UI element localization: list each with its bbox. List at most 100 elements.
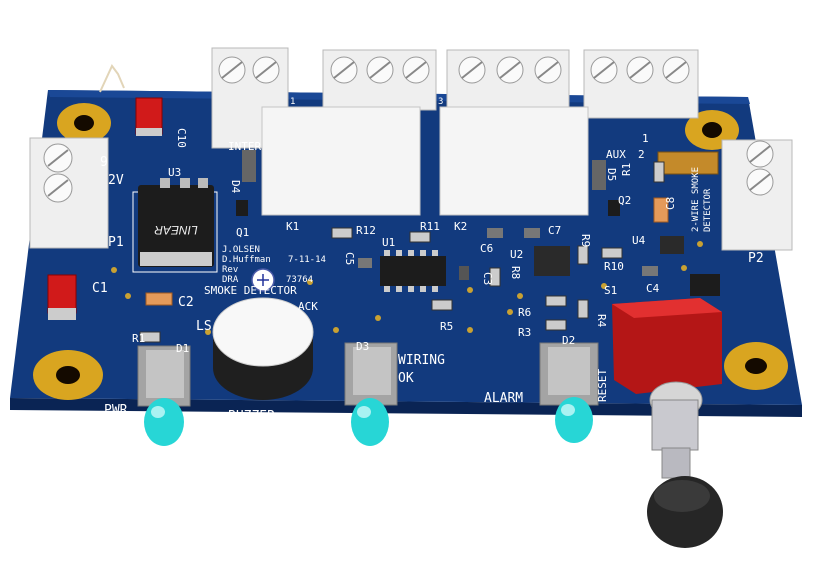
label-q2: Q2	[618, 194, 631, 207]
label-k1: K1	[286, 220, 299, 233]
label-buzzer: BUZZER	[228, 409, 275, 424]
resistor-r1-left	[139, 331, 161, 343]
relay-k2	[439, 106, 589, 216]
label-one: 1	[642, 132, 649, 145]
terminal-block-p1	[29, 137, 109, 249]
label-c1: C1	[92, 281, 108, 296]
ic-u4	[660, 236, 684, 254]
reset-switch	[612, 298, 723, 548]
led-alarm	[539, 342, 599, 443]
ic-module	[690, 274, 720, 296]
led-wiring-ok	[344, 342, 398, 446]
label-r10: R10	[604, 260, 624, 273]
label-date: 7-11-14	[288, 255, 326, 265]
label-c3: C3	[481, 272, 494, 285]
label-d5: D5	[605, 168, 618, 181]
capacitor-c5	[358, 258, 372, 268]
ic-u2	[534, 246, 570, 276]
resistor-r8	[489, 267, 501, 287]
mounting-hole-bottom-right	[724, 342, 788, 390]
label-part-no: 73764	[286, 275, 313, 285]
relay-k1	[261, 106, 421, 216]
resistor-r10	[601, 247, 623, 259]
resistor-r9	[577, 245, 589, 265]
resistor-r6	[545, 295, 567, 307]
ic-u1	[380, 250, 446, 292]
label-c10: C10	[175, 128, 188, 148]
terminal-block-relay-1	[322, 49, 437, 111]
label-ok: OK	[398, 371, 414, 386]
label-wiring: WIRING	[398, 353, 445, 368]
chip-logo: LINEAR	[154, 223, 198, 237]
diode-d4	[242, 150, 256, 182]
capacitor-c2	[145, 292, 173, 306]
label-u1: U1	[382, 236, 395, 249]
label-u3: U3	[168, 166, 181, 179]
buzzer-ls	[212, 297, 314, 400]
label-r6: R6	[518, 306, 531, 319]
capacitor-c10	[135, 97, 163, 136]
label-u2: U2	[510, 248, 523, 261]
label-rev: Rev	[222, 265, 238, 275]
label-r3: R3	[518, 326, 531, 339]
resistor-r4	[577, 299, 589, 319]
label-k2: K2	[454, 220, 467, 233]
label-c5: C5	[343, 252, 356, 265]
label-r9: R9	[579, 234, 592, 247]
label-author2: D.Huffman	[222, 255, 271, 265]
label-p1: P1	[108, 235, 124, 250]
label-q1: Q1	[236, 226, 249, 239]
label-author1: J.OLSEN	[222, 245, 260, 255]
label-r4: R4	[595, 314, 608, 328]
capacitor-tantalum	[657, 151, 719, 175]
label-r12: R12	[356, 224, 376, 237]
capacitor-c6	[487, 228, 503, 238]
terminal-block-relay-2	[446, 49, 570, 111]
label-r8: R8	[509, 266, 522, 279]
resistor-r5	[431, 299, 453, 311]
label-two: 2	[638, 148, 645, 161]
label-p2: P2	[748, 251, 764, 266]
label-d4: D4	[229, 180, 242, 194]
label-inter: INTER	[228, 140, 261, 153]
terminal-block-p2	[721, 139, 793, 251]
label-dra: DRA	[222, 275, 239, 285]
regulator-chip-u3: LINEAR	[132, 178, 218, 273]
diode-d5	[592, 160, 606, 190]
label-12v: 2V	[108, 173, 124, 188]
label-c7: C7	[548, 224, 561, 237]
label-u4: U4	[632, 234, 646, 247]
label-r1-right: R1	[620, 163, 633, 176]
mounting-hole-top-left	[57, 103, 111, 143]
resistor-r12	[331, 227, 353, 239]
label-ls: LS	[196, 319, 212, 334]
label-pin-one: 1	[290, 97, 295, 107]
label-r1-left: R1	[132, 332, 145, 345]
label-c6: C6	[480, 242, 493, 255]
label-r11: R11	[420, 220, 440, 233]
mounting-hole-bottom-left	[33, 350, 103, 400]
label-d1: D1	[176, 342, 189, 355]
label-detector: DETECTOR	[703, 188, 713, 232]
label-aux: AUX	[606, 148, 626, 161]
resistor-r3	[545, 319, 567, 331]
capacitor-c1	[47, 274, 77, 320]
capacitor-c7	[524, 228, 540, 238]
resistor-r11	[409, 231, 431, 243]
label-two-wire-smoke: 2-WIRE SMOKE	[691, 167, 701, 232]
label-d3: D3	[356, 340, 369, 353]
label-alarm: ALARM	[484, 391, 523, 406]
capacitor-c8	[653, 197, 669, 223]
board-edge	[10, 398, 802, 417]
transistor-q2	[608, 200, 620, 216]
label-pwr: PWR	[104, 403, 128, 418]
transistor-q1	[236, 200, 248, 216]
label-s1: S1	[604, 284, 617, 297]
label-reset: RESET	[596, 369, 609, 402]
capacitor-c4	[642, 266, 658, 276]
led-pwr	[137, 345, 191, 446]
label-c2: C2	[178, 295, 194, 310]
capacitor-c3	[459, 266, 469, 280]
label-nine: 9	[100, 155, 108, 170]
